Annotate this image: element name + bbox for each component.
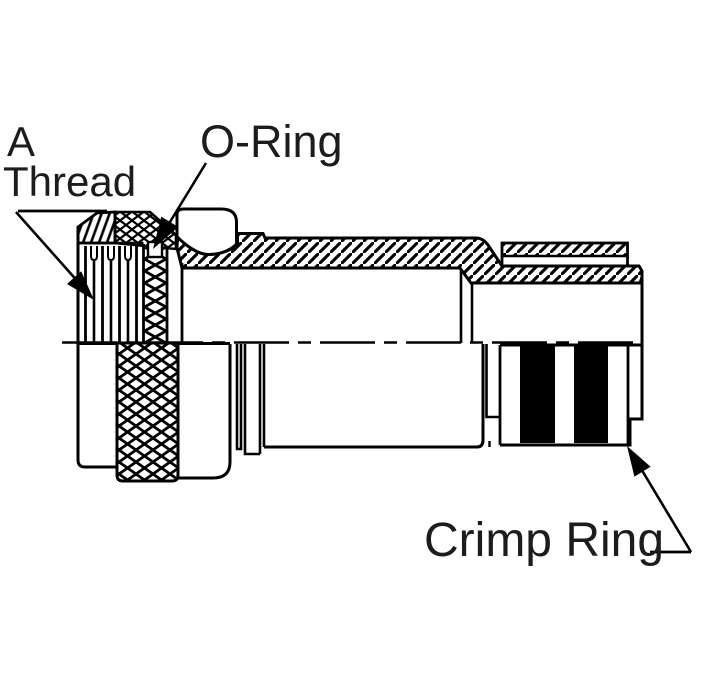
nut-cap [76,210,117,245]
knurl-sleeve [115,341,180,483]
label-o-ring: O-Ring [200,116,343,167]
ferrule-band [500,241,629,268]
body-wall-section [175,232,644,285]
step-pieces [235,344,266,456]
crimp-section-lower [498,271,644,447]
zigzag-strip [141,244,184,345]
label-a: A [7,118,36,165]
label-crimp-ring: Crimp Ring [424,514,665,567]
crimp-ring-arrowhead [627,446,651,477]
o-ring-pocket [175,207,238,257]
main-body-lower [264,344,500,449]
o-ring-leader [153,162,208,249]
o-ring-arrowhead [153,216,179,249]
a-thread-leader [15,209,107,300]
crimp-ring-band-right [574,346,608,443]
crimp-ring-leader [627,446,693,554]
body-bore-lines [459,270,474,343]
a-thread-arrowhead [67,271,94,300]
label-thread: Thread [3,158,137,205]
crimp-ring-band-left [520,346,555,443]
